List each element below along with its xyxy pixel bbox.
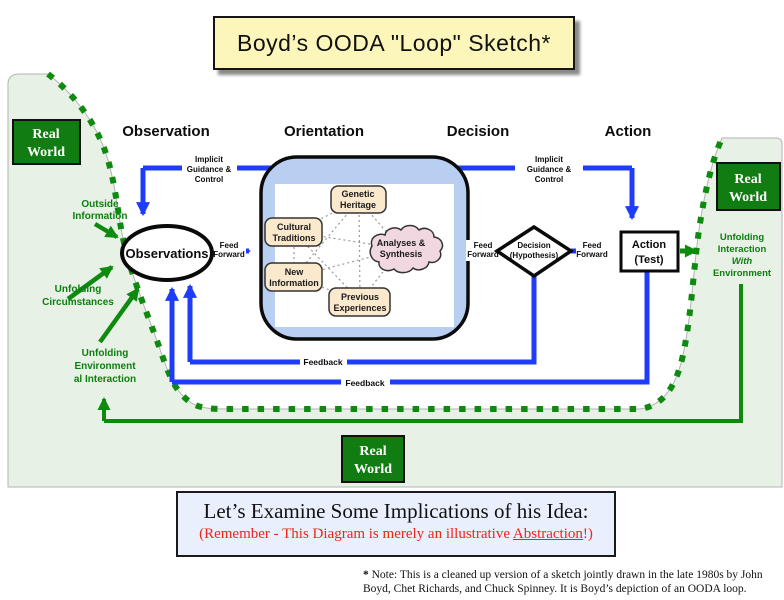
caption-box: Let’s Examine Some Implications of his I… bbox=[176, 491, 616, 557]
genetic-heritage-label: Heritage bbox=[340, 200, 376, 210]
igc-right-label: Control bbox=[535, 175, 563, 184]
unfolding-environmental-label: al Interaction bbox=[74, 374, 136, 385]
phase-observation: Observation bbox=[122, 123, 210, 140]
cultural-traditions-label: Cultural bbox=[277, 222, 311, 232]
feed-forward-2-backing bbox=[466, 240, 500, 261]
feed-forward-label-2: Forward bbox=[467, 250, 499, 259]
new-information-node bbox=[264, 262, 323, 292]
action-label: (Test) bbox=[634, 254, 663, 266]
feed-forward-label-1: Forward bbox=[213, 250, 245, 259]
outside-information-label: Information bbox=[73, 211, 128, 222]
phase-action: Action bbox=[605, 123, 652, 140]
environment-return-line bbox=[104, 284, 743, 423]
igc-right-label: Implicit bbox=[535, 155, 563, 164]
outside-information-label: Outside bbox=[81, 199, 119, 210]
genetic-heritage-node bbox=[330, 185, 387, 214]
unfolding-circumstances-label: Circumstances bbox=[42, 297, 114, 308]
unfolding-circumstances-arrow bbox=[66, 265, 114, 301]
unfolding-interaction-label: With bbox=[732, 256, 753, 267]
igc-left-label: Implicit bbox=[195, 155, 223, 164]
feed-forward-label-3: Forward bbox=[576, 250, 608, 259]
previous-experiences-label: Previous bbox=[341, 292, 379, 302]
previous-experiences-label: Experiences bbox=[333, 303, 386, 313]
decision-label: (Hypothesis) bbox=[510, 251, 559, 260]
caption-subtext-prefix: (Remember - This Diagram is merely an il… bbox=[199, 526, 513, 542]
abstraction-underlined-text: Abstraction bbox=[512, 526, 583, 542]
footnote-text: Note: This is a cleaned up version of a … bbox=[363, 569, 763, 596]
feedback-line-action bbox=[172, 271, 650, 385]
feed-forward-label-1: Feed bbox=[220, 241, 239, 250]
environment-dotted-loop bbox=[46, 71, 725, 412]
igc-right-label-backing bbox=[515, 150, 583, 187]
slide-title-box: Boyd’s OODA "Loop" Sketch* bbox=[213, 16, 575, 70]
genetic-heritage-label: Genetic bbox=[341, 189, 374, 199]
phase-decision: Decision bbox=[447, 123, 510, 140]
real-world-box-left bbox=[12, 119, 81, 165]
real-world-label-bottom: Real bbox=[359, 444, 386, 459]
feedback-label-2: Feedback bbox=[345, 378, 384, 388]
feed-forward-1-backing bbox=[213, 240, 246, 261]
real-world-box-bottom bbox=[341, 435, 405, 483]
real-world-label-left: Real bbox=[32, 127, 59, 142]
unfolding-environmental-label: Environment bbox=[74, 361, 136, 372]
observations-label: Observations bbox=[125, 246, 208, 261]
action-node bbox=[619, 230, 680, 273]
outside-information-arrow bbox=[93, 222, 119, 239]
feed-forward-label-3: Feed bbox=[583, 241, 602, 250]
analyses-synthesis-label: Synthesis bbox=[380, 249, 423, 259]
new-information-label: Information bbox=[269, 278, 319, 288]
real-world-box-right bbox=[716, 162, 781, 211]
footnote-asterisk: * bbox=[363, 569, 372, 581]
action-label: Action bbox=[632, 239, 667, 251]
footnote: * Note: This is a cleaned up version of … bbox=[363, 568, 781, 597]
new-information-label: New bbox=[285, 267, 305, 277]
feedback1-label-backing bbox=[300, 355, 347, 368]
real-world-label-bottom: World bbox=[354, 462, 392, 477]
unfolding-interaction-label: Interaction bbox=[718, 244, 767, 255]
analyses-synthesis-label: Analyses & bbox=[377, 238, 426, 248]
real-world-label-right: World bbox=[729, 190, 767, 205]
real-world-label-left: World bbox=[27, 145, 65, 160]
decision-label: Decision bbox=[517, 241, 550, 250]
feed-forward-label-2: Feed bbox=[474, 241, 493, 250]
real-world-label-right: Real bbox=[734, 172, 761, 187]
unfolding-interaction-label: Environment bbox=[713, 268, 772, 279]
slide-title: Boyd’s OODA "Loop" Sketch* bbox=[236, 29, 551, 56]
cultural-traditions-node bbox=[264, 217, 323, 247]
cultural-traditions-label: Traditions bbox=[272, 233, 315, 243]
igc-left-label: Guidance & bbox=[187, 165, 232, 174]
observations-node bbox=[120, 224, 214, 282]
igc-left-label-backing bbox=[182, 150, 237, 187]
caption-heading: Let’s Examine Some Implications of his I… bbox=[203, 499, 589, 523]
caption-subtext-suffix: !) bbox=[582, 526, 593, 542]
unfolding-environmental-label: Unfolding bbox=[82, 348, 129, 359]
feedback-label-1: Feedback bbox=[303, 357, 342, 367]
previous-experiences-node bbox=[328, 287, 391, 317]
feedback2-label-backing bbox=[341, 376, 390, 389]
igc-left-label: Control bbox=[195, 175, 223, 184]
caption-subtext: (Remember - This Diagram is merely an il… bbox=[178, 526, 614, 543]
igc-right-label: Guidance & bbox=[527, 165, 572, 174]
unfolding-interaction-label: Unfolding bbox=[720, 232, 765, 243]
feed-forward-3-backing bbox=[576, 240, 609, 261]
unfolding-environmental-arrow bbox=[98, 287, 140, 344]
analyses-synthesis-cloud bbox=[369, 224, 444, 274]
phase-orientation: Orientation bbox=[284, 123, 364, 140]
unfolding-circumstances-label: Unfolding bbox=[55, 284, 102, 295]
decision-node bbox=[493, 224, 575, 279]
